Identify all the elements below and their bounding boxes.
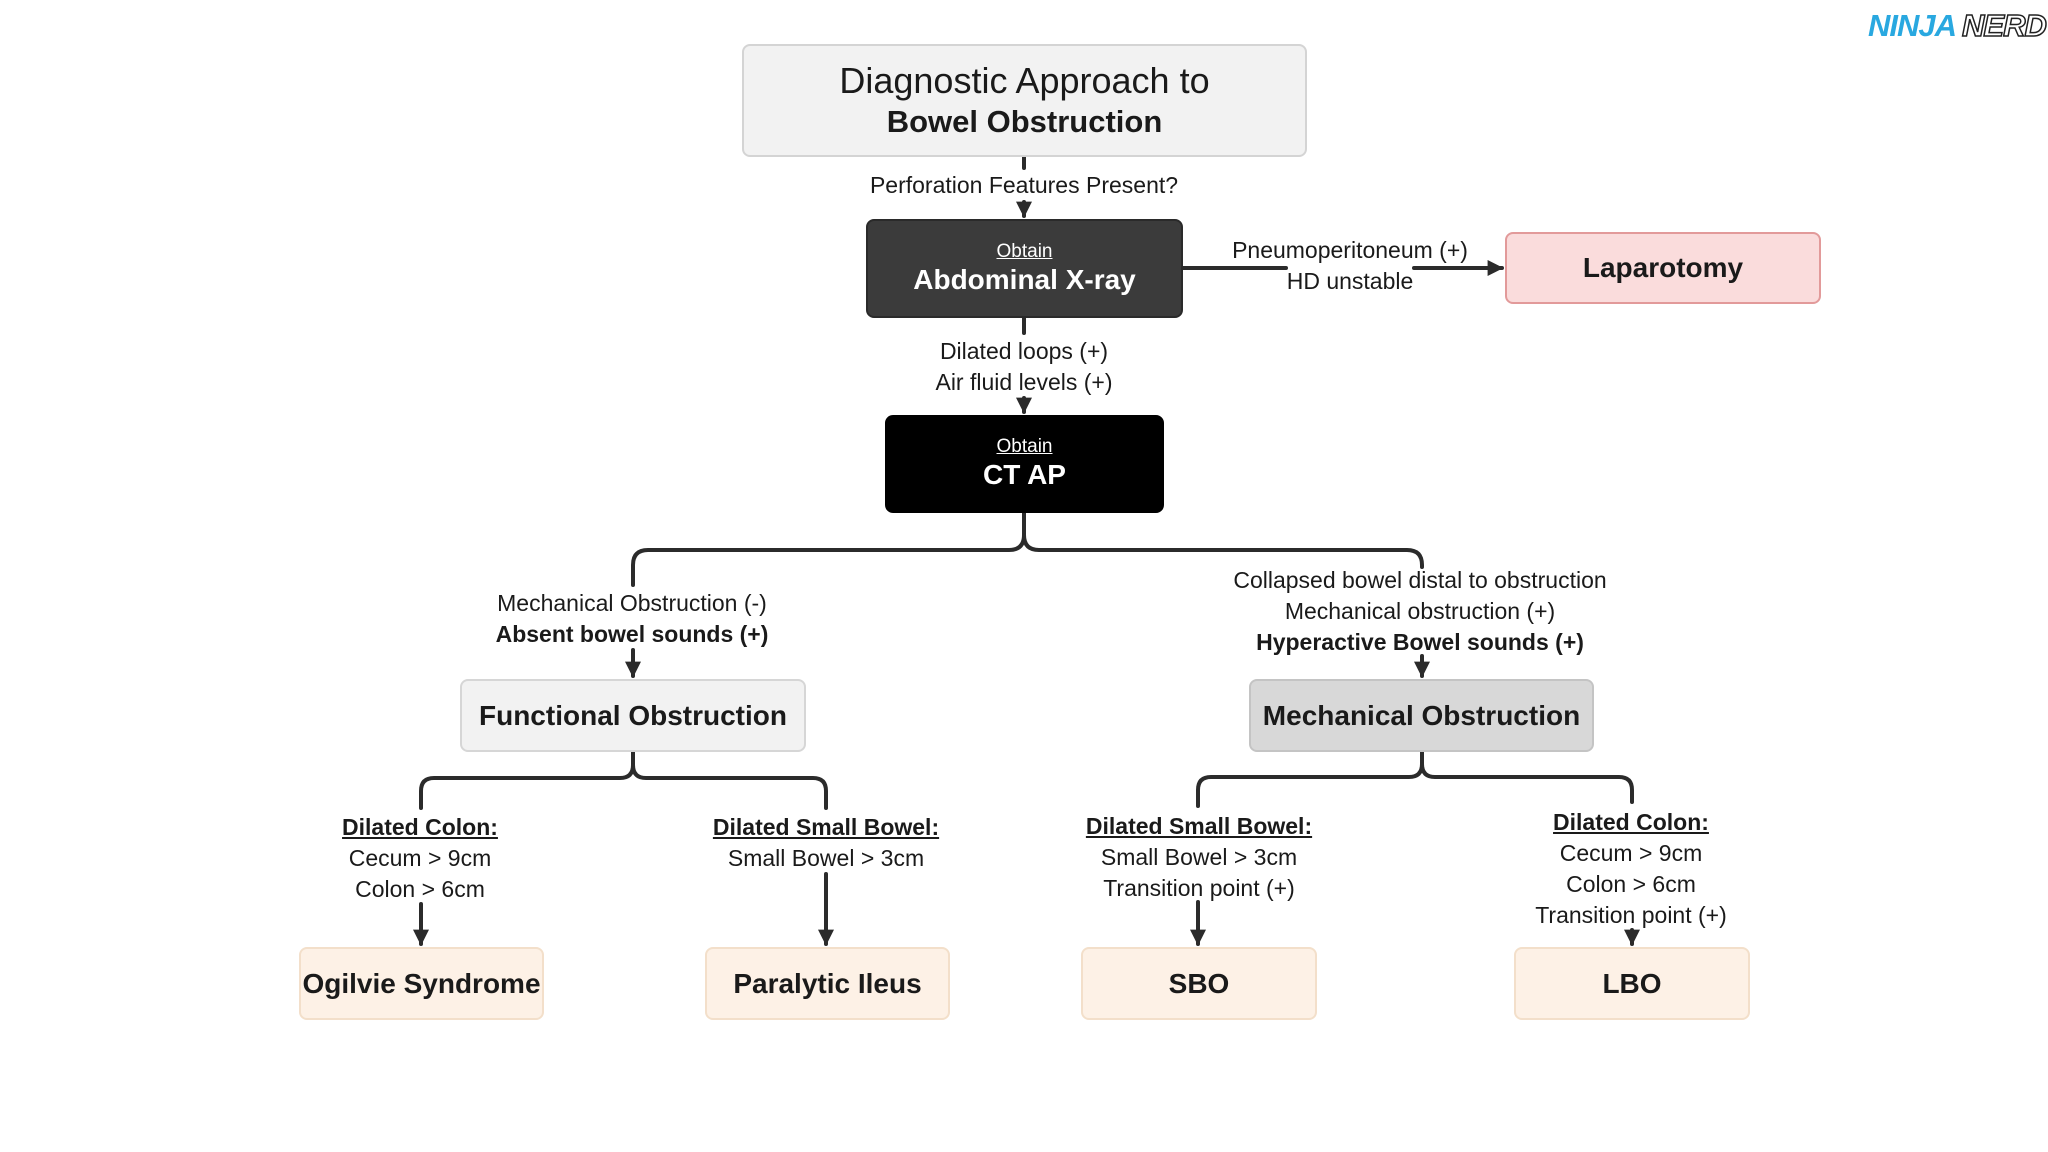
edge-functional-bracket-right bbox=[631, 763, 828, 810]
mechanical-obstruction-label: Mechanical Obstruction bbox=[1262, 699, 1581, 731]
mechanical-dilated-small-bowel-label: Dilated Small Bowel: Small Bowel > 3cm T… bbox=[1049, 811, 1349, 904]
ogilvie-syndrome-label: Ogilvie Syndrome bbox=[302, 967, 541, 999]
mechanical-sb-line-1: Small Bowel > 3cm bbox=[1100, 844, 1298, 870]
ninja-nerd-logo: NINJA NERD bbox=[1868, 7, 2048, 60]
functional-branch-line-1: Mechanical Obstruction (-) bbox=[497, 590, 767, 616]
dilated-line-1: Dilated loops (+) bbox=[939, 338, 1109, 364]
mechanical-sb-line-2: Transition point (+) bbox=[1103, 875, 1295, 901]
dilated-line-2: Air fluid levels (+) bbox=[935, 369, 1113, 395]
title-line-2: Bowel Obstruction bbox=[886, 103, 1163, 139]
ogilvie-syndrome-node: Ogilvie Syndrome bbox=[299, 947, 544, 1020]
mechanical-dilated-colon-label: Dilated Colon: Cecum > 9cm Colon > 6cm T… bbox=[1481, 807, 1781, 931]
laparotomy-node: Laparotomy bbox=[1505, 232, 1821, 304]
mechanical-obstruction-node: Mechanical Obstruction bbox=[1249, 679, 1594, 752]
mechanical-branch-line-3: Hyperactive Bowel sounds (+) bbox=[1256, 629, 1584, 655]
mechanical-branch-label: Collapsed bowel distal to obstruction Me… bbox=[1170, 565, 1670, 658]
paralytic-ileus-label: Paralytic Ileus bbox=[733, 967, 922, 999]
pneumoperitoneum-label: Pneumoperitoneum (+) HD unstable bbox=[1200, 235, 1500, 297]
logo-word-ninja: NINJA bbox=[1868, 8, 1957, 43]
functional-obstruction-label: Functional Obstruction bbox=[479, 699, 787, 731]
perforation-question-label: Perforation Features Present? bbox=[824, 170, 1224, 201]
ct-obtain-label: Obtain bbox=[996, 436, 1053, 457]
functional-colon-line-2: Colon > 6cm bbox=[355, 876, 485, 902]
edge-mechanical-bracket bbox=[1196, 750, 1424, 808]
dilated-loops-label: Dilated loops (+) Air fluid levels (+) bbox=[874, 336, 1174, 398]
functional-colon-line-1: Cecum > 9cm bbox=[348, 845, 492, 871]
mechanical-colon-line-3: Transition point (+) bbox=[1535, 902, 1727, 928]
edge-mechanical-bracket-right bbox=[1420, 762, 1634, 804]
abdominal-xray-node: Obtain Abdominal X-ray bbox=[866, 219, 1183, 318]
lbo-label: LBO bbox=[1602, 967, 1662, 999]
ct-label: CT AP bbox=[983, 459, 1066, 490]
mechanical-branch-line-1: Collapsed bowel distal to obstruction bbox=[1233, 567, 1607, 593]
laparotomy-label: Laparotomy bbox=[1582, 252, 1744, 283]
paralytic-ileus-node: Paralytic Ileus bbox=[705, 947, 950, 1020]
sbo-label: SBO bbox=[1168, 967, 1230, 999]
functional-obstruction-node: Functional Obstruction bbox=[460, 679, 806, 752]
title-line-1: Diagnostic Approach to bbox=[839, 59, 1210, 101]
functional-branch-label: Mechanical Obstruction (-) Absent bowel … bbox=[432, 588, 832, 650]
functional-dilated-colon-label: Dilated Colon: Cecum > 9cm Colon > 6cm bbox=[270, 812, 570, 905]
functional-colon-heading: Dilated Colon: bbox=[342, 814, 498, 840]
xray-label: Abdominal X-ray bbox=[913, 263, 1136, 295]
mechanical-sb-heading: Dilated Small Bowel: bbox=[1085, 813, 1313, 839]
ct-ap-node: Obtain CT AP bbox=[885, 415, 1164, 513]
functional-branch-line-2: Absent bowel sounds (+) bbox=[495, 621, 769, 647]
edge-ct-bracket-right bbox=[1022, 533, 1424, 569]
edge-ct-bracket bbox=[631, 511, 1026, 587]
pneumo-line-2: HD unstable bbox=[1286, 268, 1414, 294]
perforation-text: Perforation Features Present? bbox=[869, 172, 1179, 198]
title-box: Diagnostic Approach to Bowel Obstruction bbox=[742, 44, 1307, 157]
functional-sb-heading: Dilated Small Bowel: bbox=[712, 814, 940, 840]
functional-sb-line-1: Small Bowel > 3cm bbox=[727, 845, 925, 871]
mechanical-colon-line-2: Colon > 6cm bbox=[1566, 871, 1696, 897]
mechanical-branch-line-2: Mechanical obstruction (+) bbox=[1284, 598, 1556, 624]
mechanical-colon-heading: Dilated Colon: bbox=[1553, 809, 1709, 835]
edge-functional-bracket bbox=[419, 750, 635, 810]
functional-dilated-small-bowel-label: Dilated Small Bowel: Small Bowel > 3cm bbox=[676, 812, 976, 874]
sbo-node: SBO bbox=[1081, 947, 1317, 1020]
lbo-node: LBO bbox=[1514, 947, 1750, 1020]
xray-obtain-label: Obtain bbox=[996, 240, 1053, 262]
logo-word-nerd: NERD bbox=[1961, 7, 2047, 44]
mechanical-colon-line-1: Cecum > 9cm bbox=[1559, 840, 1703, 866]
pneumo-line-1: Pneumoperitoneum (+) bbox=[1232, 237, 1468, 263]
